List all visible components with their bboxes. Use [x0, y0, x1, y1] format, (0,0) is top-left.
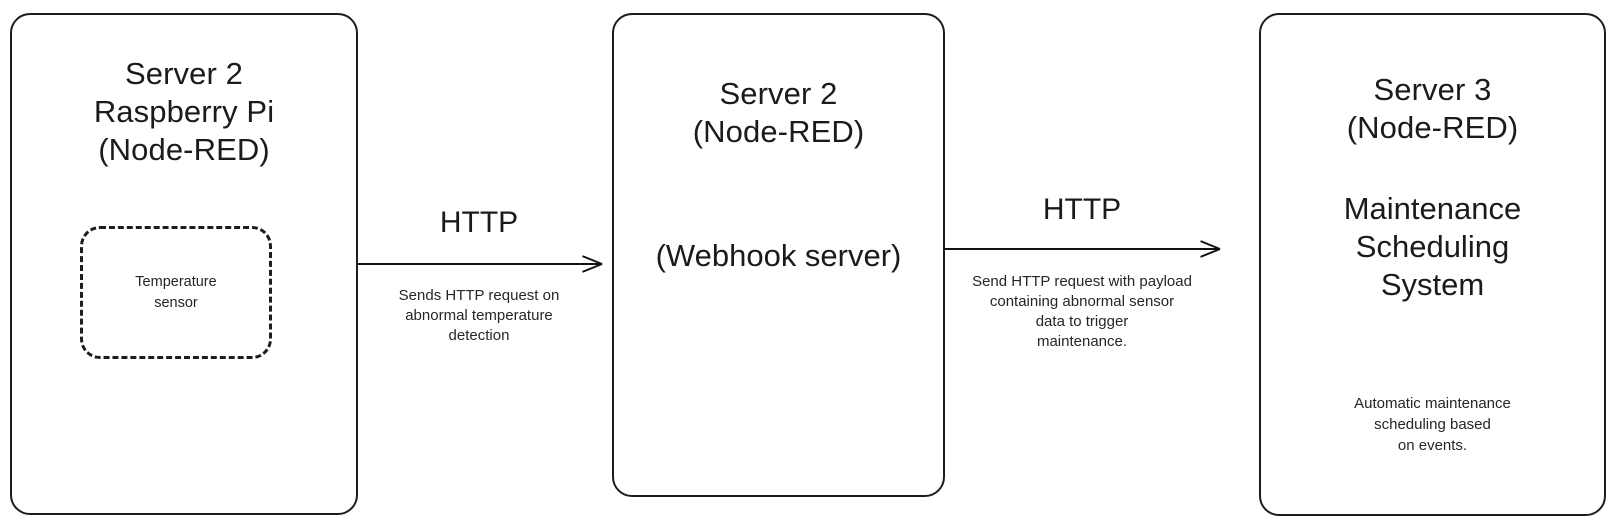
node-server3-caption: Automatic maintenance scheduling based o… — [1354, 395, 1511, 454]
node-server3-subtitle: Maintenance Scheduling System — [1343, 191, 1522, 302]
node-server3-maintenance[interactable]: Server 3 (Node-RED) Maintenance Scheduli… — [1259, 13, 1606, 516]
connector-1-line — [356, 263, 602, 265]
node-server2-raspberry-pi-title: Server 2 Raspberry Pi (Node-RED) — [93, 56, 275, 167]
temperature-sensor-label: Temperature sensor — [135, 273, 217, 311]
node-server2-raspberry-pi[interactable]: Server 2 Raspberry Pi (Node-RED) Tempera… — [10, 13, 358, 515]
node-server2-webhook[interactable]: Server 2 (Node-RED) (Webhook server) — [612, 13, 945, 497]
connector-2-description: Send HTTP request with payload containin… — [972, 273, 1192, 350]
connector-1-protocol-label: HTTP — [439, 206, 519, 239]
arrowhead-right-icon — [581, 254, 603, 273]
arrowhead-right-icon — [1199, 239, 1221, 258]
temperature-sensor-node[interactable]: Temperature sensor — [80, 226, 272, 359]
node-server2-webhook-title: Server 2 (Node-RED) — [692, 76, 865, 149]
connector-2-line — [944, 248, 1220, 250]
node-server3-title: Server 3 (Node-RED) — [1346, 72, 1519, 145]
connector-1-description: Sends HTTP request on abnormal temperatu… — [398, 287, 560, 344]
node-server2-webhook-subtitle: (Webhook server) — [655, 238, 902, 273]
connector-2-protocol-label: HTTP — [1042, 193, 1122, 226]
